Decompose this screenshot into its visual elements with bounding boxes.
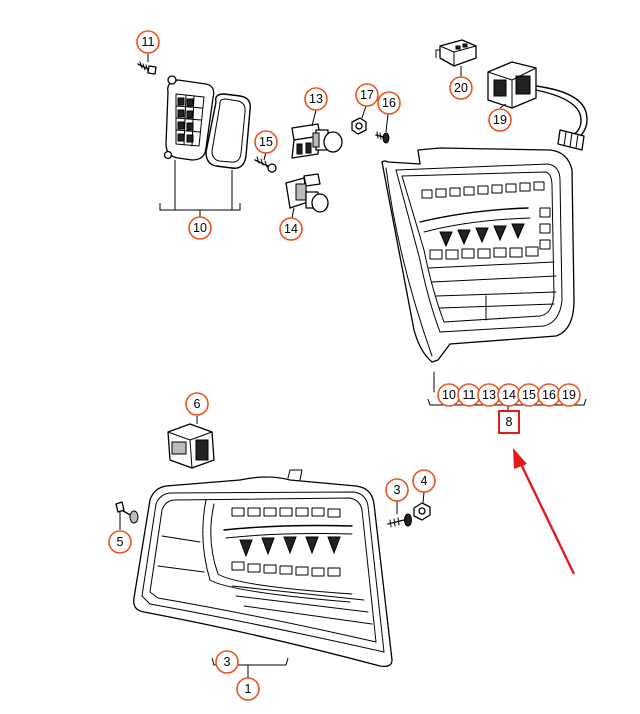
svg-text:6: 6 bbox=[194, 397, 201, 411]
bulb-holder-13 bbox=[291, 123, 343, 159]
svg-text:16: 16 bbox=[542, 388, 556, 402]
svg-text:15: 15 bbox=[259, 135, 273, 149]
bulb-holder-14 bbox=[285, 173, 329, 213]
svg-text:14: 14 bbox=[284, 222, 298, 236]
tail-lamp-outer bbox=[133, 469, 393, 668]
callout-20: 20 bbox=[449, 76, 473, 100]
assembly-ref-11: 11 bbox=[457, 383, 481, 407]
bolt-3 bbox=[387, 513, 412, 528]
svg-text:19: 19 bbox=[562, 388, 576, 402]
lamp-carrier-assembly bbox=[163, 75, 251, 169]
red-pointer-arrow bbox=[513, 448, 576, 575]
grommet bbox=[557, 129, 585, 151]
svg-text:10: 10 bbox=[442, 388, 456, 402]
svg-text:20: 20 bbox=[454, 81, 468, 95]
tail-lamp-inner bbox=[381, 147, 575, 393]
assembly-ref-16: 16 bbox=[537, 383, 561, 407]
svg-text:16: 16 bbox=[382, 96, 396, 110]
svg-text:10: 10 bbox=[193, 221, 207, 235]
svg-text:4: 4 bbox=[421, 474, 428, 488]
svg-text:3: 3 bbox=[224, 655, 231, 669]
bolt-16 bbox=[375, 131, 390, 144]
connector-19 bbox=[487, 61, 588, 139]
svg-text:5: 5 bbox=[117, 535, 124, 549]
svg-text:19: 19 bbox=[493, 113, 507, 127]
callout-10: 10 bbox=[188, 216, 212, 240]
callout-3: 3 bbox=[385, 478, 409, 502]
callout-19: 19 bbox=[488, 108, 512, 132]
nut-4 bbox=[413, 502, 431, 521]
connector-20 bbox=[435, 39, 477, 67]
svg-text:1: 1 bbox=[245, 682, 252, 696]
svg-text:8: 8 bbox=[506, 415, 513, 429]
callout-17: 17 bbox=[355, 83, 379, 107]
socket-6 bbox=[167, 423, 215, 469]
svg-text:3: 3 bbox=[394, 483, 401, 497]
callout-1: 1 bbox=[236, 677, 260, 701]
screw-11 bbox=[137, 61, 157, 75]
svg-text:11: 11 bbox=[463, 388, 476, 402]
svg-text:15: 15 bbox=[522, 388, 536, 402]
bolt-5 bbox=[115, 501, 139, 524]
svg-text:13: 13 bbox=[309, 92, 323, 106]
callout-6: 6 bbox=[185, 392, 209, 416]
callout-5: 5 bbox=[108, 530, 132, 554]
assembly-ref-15: 15 bbox=[517, 383, 541, 407]
assembly-ref-19: 19 bbox=[557, 383, 581, 407]
svg-text:13: 13 bbox=[482, 388, 496, 402]
svg-text:11: 11 bbox=[142, 35, 155, 49]
screw-15 bbox=[254, 156, 277, 173]
callout-3-group: 3 bbox=[215, 650, 239, 674]
callout-13: 13 bbox=[304, 87, 328, 111]
assembly-ref-14: 14 bbox=[497, 383, 521, 407]
assembly-ref-10: 10 bbox=[437, 383, 461, 407]
highlighted-part-8[interactable]: 8 bbox=[498, 410, 520, 434]
callout-11: 11 bbox=[136, 30, 160, 54]
callout-15: 15 bbox=[254, 130, 278, 154]
callout-4: 4 bbox=[412, 469, 436, 493]
nut-17 bbox=[351, 117, 367, 135]
callout-16: 16 bbox=[377, 91, 401, 115]
svg-text:14: 14 bbox=[502, 388, 516, 402]
assembly-ref-13: 13 bbox=[477, 383, 501, 407]
callout-14: 14 bbox=[279, 217, 303, 241]
svg-text:17: 17 bbox=[360, 88, 374, 102]
